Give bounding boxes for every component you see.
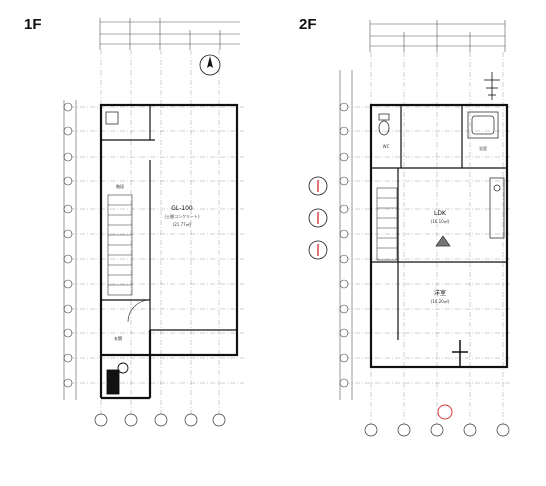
floor-1-plan <box>63 18 244 427</box>
floor-1-left-bubbles <box>63 102 73 388</box>
north-arrow-icon <box>484 72 500 100</box>
floor-1-room-main-sub: (土間コンクリート) <box>164 213 200 219</box>
floor-2-bath-label: 浴室 <box>479 145 487 151</box>
compass-icon <box>199 54 221 76</box>
floor-2-bathtub <box>467 111 499 139</box>
floor-2-wc-label: WC <box>383 144 390 149</box>
floor-1-grid-horizontal <box>70 106 244 384</box>
floor-2-caution-mark <box>435 235 451 247</box>
floor-2-left-bubbles <box>339 102 349 388</box>
floor-1-entry-label: 玄関 <box>114 335 122 341</box>
floor-2-bedroom-area: (10.20㎡) <box>431 298 450 304</box>
floor-1-grid-bubbles <box>94 413 226 427</box>
floor-2-stairs <box>376 187 398 261</box>
floor-1-stairs <box>107 194 133 296</box>
floor-2-ldk-area: (16.10㎡) <box>431 218 450 224</box>
floor-2-bedroom-label: 洋室 <box>434 289 446 297</box>
floor-2-kitchen <box>489 177 505 239</box>
floor-1-title: 1F <box>24 16 42 33</box>
floor-1-walls <box>99 103 239 400</box>
floor-1-fixture <box>105 111 119 125</box>
floor-2-grid-horizontal <box>345 106 512 384</box>
floor-2-partitions <box>371 105 507 340</box>
floor-2-toilet <box>378 113 390 136</box>
floor-1-left-dimensions <box>63 100 77 400</box>
floor-1-entry-hatch <box>106 362 129 395</box>
floor-1-door-swing <box>127 299 151 323</box>
floor-1-room-main: GL-100 <box>171 205 193 212</box>
floor-1-stair-label: 階段 <box>116 183 124 189</box>
floor-2-walls <box>369 103 509 369</box>
floor-2-title: 2F <box>299 16 317 33</box>
floor-2-grid-bubbles <box>364 423 510 437</box>
floor-2-column-marker <box>452 340 468 366</box>
floor-2-grid-vertical <box>370 52 504 430</box>
floor-1-room-main-area: (21.77㎡) <box>173 221 192 227</box>
floor-1-top-dimensions <box>99 18 240 50</box>
floor-2-ldk-label: LDK <box>434 210 447 217</box>
floor-2-highlight-bubble <box>437 404 453 420</box>
floor-2-top-dimensions <box>369 20 506 52</box>
floor-2-plan <box>308 20 512 437</box>
floor-1-partitions <box>101 105 237 331</box>
